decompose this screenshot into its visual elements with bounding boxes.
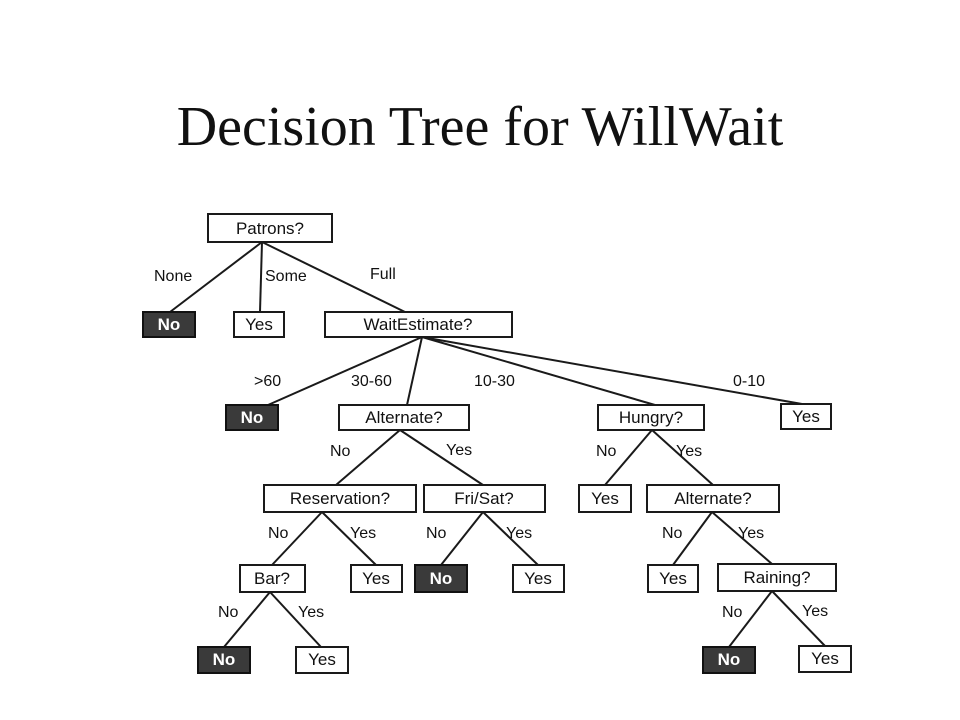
node-alternate-2-no-leaf: Yes	[647, 564, 699, 593]
node-raining-yes-leaf: Yes	[798, 645, 852, 673]
edge-res-yes	[321, 511, 377, 566]
edge-res-no	[271, 511, 323, 566]
edge-wait-0-10	[421, 336, 803, 405]
node-hungry-no-leaf: Yes	[578, 484, 632, 513]
node-hungry-no-leaf-label: Yes	[591, 489, 619, 508]
node-patrons-none-leaf: No	[142, 311, 196, 338]
edge-label-rain-no: No	[722, 604, 743, 621]
node-hungry-label: Hungry?	[619, 408, 683, 427]
node-reservation-yes-leaf: Yes	[350, 564, 403, 593]
edge-label-res-no: No	[268, 525, 289, 542]
edge-label-alt1-no: No	[330, 443, 351, 460]
edge-label-frisat-yes: Yes	[506, 525, 532, 542]
node-fri-sat-label: Fri/Sat?	[454, 489, 514, 508]
edge-rain-yes	[771, 590, 826, 647]
edge-alt2-no	[672, 511, 713, 566]
node-hungry: Hungry?	[597, 404, 705, 431]
node-raining-no-leaf-label: No	[718, 650, 741, 669]
node-alternate-1-label: Alternate?	[365, 408, 443, 427]
edge-bar-yes	[269, 591, 322, 648]
node-alternate-2-no-leaf-label: Yes	[659, 569, 687, 588]
node-alternate-2-label: Alternate?	[674, 489, 752, 508]
edge-label-frisat-no: No	[426, 525, 447, 542]
edge-label-wait-30-60: 30-60	[351, 373, 392, 390]
edge-frisat-yes	[482, 511, 539, 566]
node-patrons-label: Patrons?	[236, 219, 304, 238]
node-bar-no-leaf: No	[197, 646, 251, 674]
node-patrons: Patrons?	[207, 213, 333, 243]
edge-label-patrons-some: Some	[265, 268, 307, 285]
edge-patrons-none	[169, 241, 263, 313]
tree-edge-labels: None Some Full >60 30-60 10-30 0-10 No Y…	[154, 266, 828, 621]
slide-title: Decision Tree for WillWait	[176, 96, 784, 158]
node-raining-no-leaf: No	[702, 646, 756, 674]
node-reservation-label: Reservation?	[290, 489, 390, 508]
edge-label-res-yes: Yes	[350, 525, 376, 542]
edge-frisat-no	[440, 511, 484, 566]
node-reservation-yes-leaf-label: Yes	[362, 569, 390, 588]
edge-label-patrons-none: None	[154, 268, 192, 285]
node-wait-estimate: WaitEstimate?	[324, 311, 513, 338]
node-wait-gt60-leaf-label: No	[241, 408, 264, 427]
node-fri-sat-yes-leaf-label: Yes	[524, 569, 552, 588]
node-bar-label: Bar?	[254, 569, 290, 588]
node-bar: Bar?	[239, 564, 306, 593]
edge-hungry-no	[604, 429, 653, 486]
edge-rain-no	[728, 590, 773, 648]
edge-label-alt2-no: No	[662, 525, 683, 542]
node-wait-0-10-leaf-label: Yes	[792, 407, 820, 426]
node-reservation: Reservation?	[263, 484, 417, 513]
edge-bar-no	[223, 591, 271, 648]
edge-hungry-yes	[651, 429, 714, 486]
node-patrons-some-leaf-label: Yes	[245, 315, 273, 334]
tree-nodes: Patrons? No Yes WaitEstimate? No	[142, 213, 852, 674]
node-bar-yes-leaf-label: Yes	[308, 650, 336, 669]
edge-wait-10-30	[421, 336, 656, 406]
node-raining-label: Raining?	[743, 568, 810, 587]
edge-label-alt2-yes: Yes	[738, 525, 764, 542]
edge-label-hungry-no: No	[596, 443, 617, 460]
edge-label-wait-0-10: 0-10	[733, 373, 765, 390]
edge-label-patrons-full: Full	[370, 266, 396, 283]
edge-label-wait-10-30: 10-30	[474, 373, 515, 390]
edge-alt1-no	[335, 429, 401, 486]
node-bar-yes-leaf: Yes	[295, 646, 349, 674]
node-bar-no-leaf-label: No	[213, 650, 236, 669]
node-alternate-2: Alternate?	[646, 484, 780, 513]
node-raining: Raining?	[717, 563, 837, 592]
node-raining-yes-leaf-label: Yes	[811, 649, 839, 668]
edge-label-rain-yes: Yes	[802, 603, 828, 620]
node-patrons-some-leaf: Yes	[233, 311, 285, 338]
node-alternate-1: Alternate?	[338, 404, 470, 431]
edge-wait-30-60	[406, 336, 423, 406]
node-fri-sat-no-leaf-label: No	[430, 569, 453, 588]
node-fri-sat-yes-leaf: Yes	[512, 564, 565, 593]
edge-patrons-some	[259, 241, 263, 313]
node-wait-0-10-leaf: Yes	[780, 403, 832, 430]
edge-patrons-full	[261, 241, 406, 313]
edge-wait-gt60	[267, 336, 423, 406]
edge-alt1-yes	[399, 429, 484, 486]
node-patrons-none-leaf-label: No	[158, 315, 181, 334]
node-fri-sat: Fri/Sat?	[423, 484, 546, 513]
edge-label-alt1-yes: Yes	[446, 442, 472, 459]
edge-label-bar-yes: Yes	[298, 604, 324, 621]
edge-label-wait-gt60: >60	[254, 373, 281, 390]
tree-edges	[169, 241, 826, 648]
node-wait-gt60-leaf: No	[225, 404, 279, 431]
node-fri-sat-no-leaf: No	[414, 564, 468, 593]
edge-alt2-yes	[711, 511, 773, 565]
edge-label-hungry-yes: Yes	[676, 443, 702, 460]
edge-label-bar-no: No	[218, 604, 239, 621]
node-wait-estimate-label: WaitEstimate?	[364, 315, 473, 334]
